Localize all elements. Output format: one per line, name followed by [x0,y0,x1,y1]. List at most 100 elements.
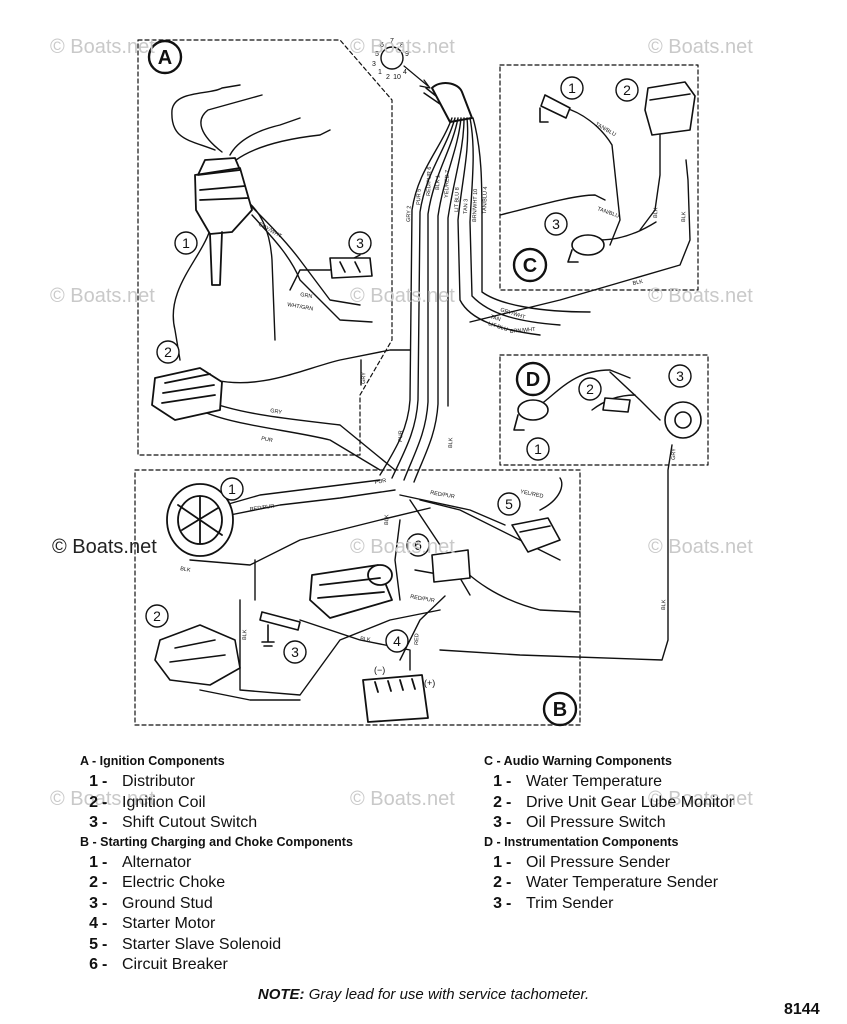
water-temperature-sender-shape [602,397,631,413]
svg-text:TAN/BLU: TAN/BLU [596,206,620,219]
svg-text:LIT BLU: LIT BLU [487,321,508,333]
section-b-wiring [189,477,581,701]
svg-text:TAN 3: TAN 3 [463,199,470,214]
distributor-shape [194,157,253,286]
svg-text:RED: RED [414,633,420,645]
svg-text:BLK: BLK [242,629,248,640]
legend-title-b: B - Starting Charging and Choke Componen… [80,834,353,849]
svg-text:4: 4 [403,69,407,76]
callout-b5: 5 [505,496,513,512]
section-letter-d: D [526,369,540,391]
svg-text:RED/PUR: RED/PUR [410,594,435,604]
legend-item-a2: 2-Ignition Coil [89,793,206,811]
svg-text:BRN/WHT 10: BRN/WHT 10 [472,189,479,222]
section-letter-b: B [553,699,567,721]
legend-item-b2: 2-Electric Choke [89,874,226,891]
svg-text:TAN: TAN [489,314,501,323]
legend-item-d2: 2-Water Temperature Sender [493,874,719,891]
legend-item-a3: 3-Shift Cutout Switch [89,814,258,831]
harness-wire-labels: GRY 2 PUR 5 RED/PUR 6 BLK 1 YEL/RED 7 LI… [406,167,489,223]
legend-item-d1: 1-Oil Pressure Sender [493,853,671,871]
callout-d1: 1 [534,441,542,457]
svg-text:BLK: BLK [681,211,687,222]
svg-text:RED/PUR: RED/PUR [249,504,274,513]
svg-text:PUR: PUR [261,436,274,444]
battery-shape [362,674,429,723]
note-text: Gray lead for use with service tachomete… [304,986,590,1003]
section-letter-c: C [523,255,537,277]
section-a-box [137,39,393,456]
svg-text:GRN: GRN [300,292,313,300]
main-harness [379,117,591,483]
svg-text:10: 10 [393,74,401,81]
svg-text:LIT BLU 8: LIT BLU 8 [454,187,461,212]
oil-pressure-switch-shape [567,234,605,263]
legend-item-b4: 4-Starter Motor [89,915,216,932]
shift-cutout-switch-shape [329,257,373,279]
legend-title-a: A - Ignition Components [80,754,225,768]
svg-text:YEL/RED 7: YEL/RED 7 [444,170,451,198]
callout-c1: 1 [568,80,576,96]
section-letter-circles [147,39,578,727]
legend-title-c: C - Audio Warning Components [484,754,672,768]
svg-text:BLK: BLK [180,566,192,574]
svg-text:GRY: GRY [270,408,283,416]
callout-a2: 2 [164,344,172,360]
legend-item-a1: 1-Distributor [89,773,195,790]
callout-b1: 1 [228,481,236,497]
legend-item-c1: 1-Water Temperature [493,773,663,790]
callout-c2: 2 [623,82,631,98]
svg-text:2: 2 [386,74,390,81]
svg-text:3: 3 [372,61,376,68]
trim-sender-shape [664,401,702,439]
svg-text:RED/PUR: RED/PUR [430,490,455,500]
battery-minus-label: (−) [374,665,385,675]
oil-pressure-sender-shape [513,399,549,431]
svg-text:YEL/RED: YEL/RED [520,489,544,500]
svg-text:GRY 2: GRY 2 [406,206,413,223]
svg-text:GRY/WHT: GRY/WHT [257,222,283,240]
svg-text:BLK: BLK [360,636,371,643]
svg-text:TAN/BLU 4: TAN/BLU 4 [482,186,489,214]
svg-text:GRY: GRY [671,448,677,460]
connector-pin-labels: 7 6 8 5 9 3 1 2 10 4 [372,38,409,81]
svg-text:1: 1 [378,69,382,76]
svg-text:BLK: BLK [653,207,659,218]
connector-pinout [380,46,404,70]
callout-circles [145,76,692,664]
watermark: © Boats.net [648,788,753,810]
svg-text:PUR 5: PUR 5 [416,189,423,205]
svg-text:PUR: PUR [374,478,387,486]
svg-text:GRY: GRY [361,372,367,384]
svg-text:BLK: BLK [661,599,667,610]
wire-color-labels: TAN/BLU TAN/BLU BLK BLK BLK GRY/WHT TAN … [180,122,688,646]
svg-text:BLK 1: BLK 1 [435,175,442,190]
watermark: © Boats.net [50,36,155,58]
callout-d2: 2 [586,381,594,397]
legend-item-b6: 6-Circuit Breaker [89,956,228,973]
ignition-coil-shape [151,367,223,421]
legend-item-c2: 2-Drive Unit Gear Lube Monitor [493,793,735,811]
callout-d3: 3 [676,368,684,384]
svg-text:7: 7 [390,38,394,45]
section-letter-a: A [158,47,172,69]
callout-c3: 3 [552,216,560,232]
battery-plus-label: (+) [424,678,435,688]
callout-b6: 6 [414,537,422,553]
watermark: © Boats.net [52,536,157,558]
watermark: © Boats.net [350,285,455,307]
starter-motor-shape [309,564,393,619]
section-d-box [499,354,709,466]
svg-text:8: 8 [400,42,404,49]
ground-stud-shape [259,611,301,647]
svg-text:WHT/GRN: WHT/GRN [287,302,314,312]
callout-a3: 3 [356,235,364,251]
harness-connector [431,82,473,123]
legend-item-c3: 3-Oil Pressure Switch [493,814,666,831]
svg-text:BLK: BLK [448,437,454,448]
legend-item-b3: 3-Ground Stud [89,894,213,912]
callout-b2: 2 [153,608,161,624]
svg-text:BLK: BLK [384,514,390,525]
legend-title-d: D - Instrumentation Components [484,834,679,849]
legend-right: C - Audio Warning Components 1-Water Tem… [484,754,734,914]
